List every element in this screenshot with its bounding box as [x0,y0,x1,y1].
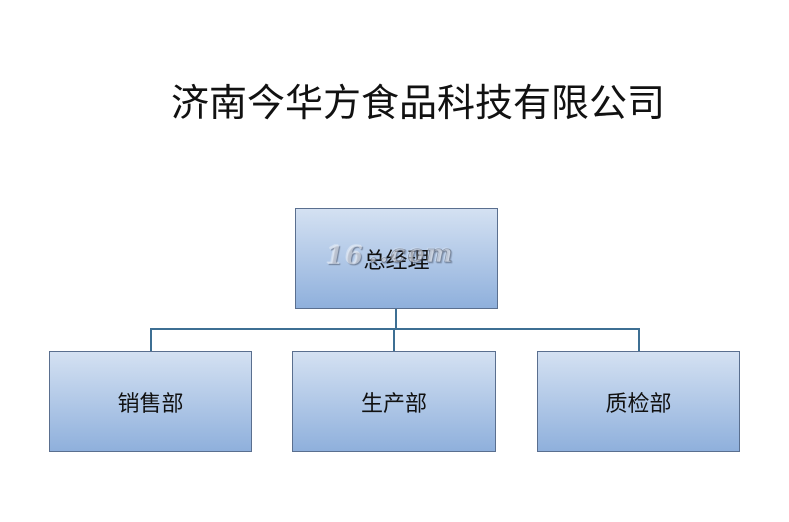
node-quality-inspection-department: 质检部 [537,351,740,452]
node-sales-department-label: 销售部 [117,391,184,417]
node-quality-inspection-department-label: 质检部 [605,391,672,417]
node-sales-department: 销售部 [49,351,252,452]
node-production-department: 生产部 [292,351,496,452]
node-general-manager-label: 总经理 [363,248,430,274]
page-title: 济南今华方食品科技有限公司 [170,81,665,125]
node-general-manager: 总经理 [295,208,498,309]
node-production-department-label: 生产部 [360,391,427,417]
